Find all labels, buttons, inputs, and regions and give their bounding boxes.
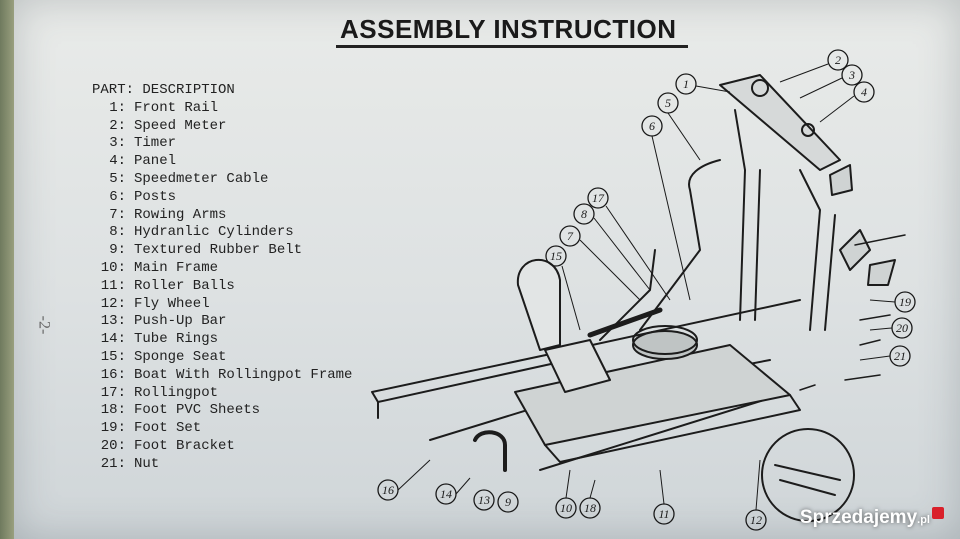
parts-list: PART: DESCRIPTION 1:Front Rail 2:Speed M… <box>92 82 352 474</box>
part-row: 1:Front Rail <box>109 99 219 116</box>
part-row: 12:Fly Wheel <box>100 295 210 312</box>
part-row: 5:Speedmeter Cable <box>109 170 269 187</box>
part-row: 3:Timer <box>109 135 177 152</box>
watermark-logo: Sprzedajemy.pl <box>800 507 944 529</box>
part-row: 2:Speed Meter <box>109 117 227 134</box>
part-row: 8:Hydranlic Cylinders <box>109 224 294 241</box>
part-row: 21:Nut <box>100 455 160 472</box>
part-row: 11:Roller Balls <box>100 277 235 294</box>
part-row: 20:Foot Bracket <box>100 437 235 454</box>
part-row: 16:Boat With Rollingpot Frame <box>100 366 353 383</box>
part-row: 10:Main Frame <box>100 259 219 276</box>
part-row: 19:Foot Set <box>100 420 202 437</box>
part-row: 14:Tube Rings <box>100 331 219 348</box>
watermark-dot-icon <box>932 507 944 519</box>
parts-list-header: PART: DESCRIPTION <box>92 82 235 98</box>
part-row: 15:Sponge Seat <box>100 348 227 365</box>
part-row: 18:Foot PVC Sheets <box>100 402 261 419</box>
page-title: ASSEMBLY INSTRUCTION <box>340 14 677 44</box>
part-row: 6:Posts <box>109 188 177 205</box>
part-row: 17:Rollingpot <box>100 384 219 401</box>
part-row: 9:Textured Rubber Belt <box>109 242 303 259</box>
title-underline <box>336 45 688 48</box>
page-mark: -2- <box>35 315 53 335</box>
part-row: 13:Push-Up Bar <box>100 313 227 330</box>
part-row: 4:Panel <box>109 153 177 170</box>
part-row: 7:Rowing Arms <box>109 206 227 223</box>
